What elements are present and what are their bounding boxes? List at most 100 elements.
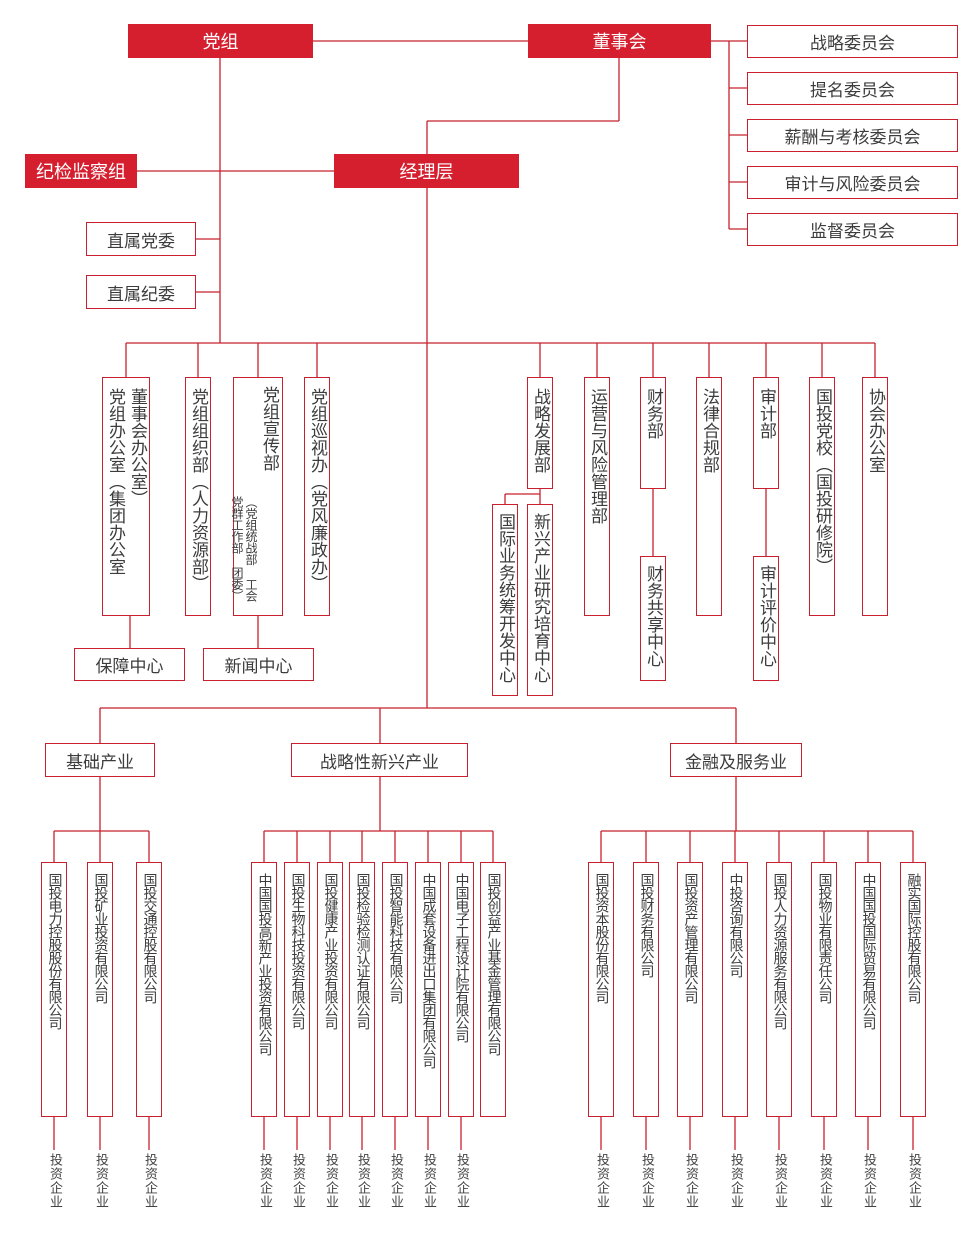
direct-discipline-box: 直属纪委 [86, 275, 196, 309]
dept-legal: 法律合规部 [696, 377, 722, 616]
investment-label-text: 投资企业 [290, 1153, 305, 1209]
investment-enterprises-label: 投资企业 [680, 1153, 700, 1209]
investment-label-text: 投资企业 [639, 1153, 654, 1209]
company-box: 融实国际控股有限公司 [900, 862, 926, 1117]
dept-general-office-line1: 董事会办公室） [127, 388, 147, 507]
company-box: 中国国投国际贸易有限公司 [855, 862, 881, 1117]
investment-label-text: 投资企业 [388, 1153, 403, 1209]
dept-publicity: 党组宣传部 （党组统战部 工会 党群工作部 团委） [230, 377, 283, 616]
investment-label-text: 投资企业 [355, 1153, 370, 1209]
company-box: 国投物业有限责任公司 [811, 862, 837, 1117]
company-name: 国投资产管理有限公司 [682, 873, 699, 1003]
dept-strategy: 战略发展部 [527, 377, 553, 489]
sector-basic: 基础产业 [45, 743, 155, 777]
committee-supervision: 监督委员会 [747, 213, 958, 246]
dept-finance-label: 财务部 [643, 388, 663, 439]
board-box: 董事会 [528, 24, 711, 58]
unit-support-center: 保障中心 [74, 648, 185, 681]
dept-audit-label: 审计部 [756, 388, 776, 439]
company-box: 国投电力控股股份有限公司 [41, 862, 67, 1117]
unit-finance-share-label: 财务共享中心 [643, 565, 663, 667]
dept-organization: 党组组织部（人力资源部） [185, 377, 211, 616]
investment-enterprises-label: 投资企业 [320, 1153, 340, 1209]
investment-enterprises-label: 投资企业 [90, 1153, 110, 1209]
committee-strategy: 战略委员会 [747, 25, 958, 58]
company-name: 国投物业有限责任公司 [816, 873, 833, 1003]
investment-enterprises-label: 投资企业 [139, 1153, 159, 1209]
company-box: 国投人力资源服务有限公司 [766, 862, 792, 1117]
investment-label-text: 投资企业 [861, 1153, 876, 1209]
investment-label-text: 投资企业 [906, 1153, 921, 1209]
sector-finance: 金融及服务业 [670, 743, 802, 777]
company-box: 国投矿业投资有限公司 [87, 862, 113, 1117]
company-name: 中国国投高新产业投资有限公司 [256, 873, 273, 1055]
dept-finance: 财务部 [640, 377, 666, 489]
management-box: 经理层 [334, 154, 519, 188]
company-box: 国投检验检测认证有限公司 [349, 862, 375, 1117]
dept-publicity-label: 党组宣传部 [259, 386, 279, 471]
investment-label-text: 投资企业 [323, 1153, 338, 1209]
company-name: 中投咨询有限公司 [727, 873, 744, 977]
sector-strategic: 战略性新兴产业 [291, 743, 468, 777]
investment-label-text: 投资企业 [93, 1153, 108, 1209]
company-box: 国投交通控股有限公司 [136, 862, 162, 1117]
company-name: 国投健康产业投资有限公司 [322, 873, 339, 1029]
company-box: 中国电子工程设计院有限公司 [448, 862, 474, 1117]
dept-operations-label: 运营与风险管理部 [587, 388, 607, 524]
unit-audit-eval-label: 审计评价中心 [756, 565, 776, 667]
company-box: 国投健康产业投资有限公司 [317, 862, 343, 1117]
investment-enterprises-label: 投资企业 [254, 1153, 274, 1209]
discipline-box: 纪检监察组 [25, 154, 137, 188]
company-box: 国投资本股份有限公司 [588, 862, 614, 1117]
company-box: 中投咨询有限公司 [722, 862, 748, 1117]
company-name: 国投人力资源服务有限公司 [771, 873, 788, 1029]
company-box: 国投资产管理有限公司 [677, 862, 703, 1117]
dept-general-office: 党组办公室（集团办公室 董事会办公室） [102, 377, 150, 616]
investment-label-text: 投资企业 [421, 1153, 436, 1209]
company-name: 国投创益产业基金管理有限公司 [485, 873, 502, 1055]
investment-enterprises-label: 投资企业 [591, 1153, 611, 1209]
dept-audit: 审计部 [753, 377, 779, 489]
company-box: 国投生物科技投资有限公司 [284, 862, 310, 1117]
investment-enterprises-label: 投资企业 [858, 1153, 878, 1209]
investment-enterprises-label: 投资企业 [769, 1153, 789, 1209]
company-name: 中国国投国际贸易有限公司 [860, 873, 877, 1029]
company-name: 国投检验检测认证有限公司 [354, 873, 371, 1029]
investment-label-text: 投资企业 [594, 1153, 609, 1209]
company-box: 国投财务有限公司 [633, 862, 659, 1117]
company-box: 国投创益产业基金管理有限公司 [480, 862, 506, 1117]
investment-enterprises-label: 投资企业 [636, 1153, 656, 1209]
dept-association-label: 协会办公室 [865, 388, 885, 473]
committee-audit-risk: 审计与风险委员会 [747, 166, 958, 199]
company-name: 国投矿业投资有限公司 [92, 873, 109, 1003]
investment-enterprises-label: 投资企业 [44, 1153, 64, 1209]
dept-strategy-label: 战略发展部 [530, 388, 550, 473]
company-name: 融实国际控股有限公司 [905, 873, 922, 1003]
dept-publicity-sub2: 党群工作部 团委） [230, 496, 244, 602]
investment-enterprises-label: 投资企业 [451, 1153, 471, 1209]
dept-general-office-line2: 党组办公室（集团办公室 [105, 388, 125, 575]
dept-publicity-sub: （党组统战部 工会 党群工作部 团委） [230, 386, 258, 602]
unit-news-center: 新闻中心 [203, 648, 314, 681]
investment-label-text: 投资企业 [728, 1153, 743, 1209]
dept-inspection-label: 党组巡视办（党风廉政办） [307, 388, 327, 592]
unit-finance-share: 财务共享中心 [640, 556, 666, 681]
company-name: 国投财务有限公司 [638, 873, 655, 977]
investment-enterprises-label: 投资企业 [903, 1153, 923, 1209]
dept-party-school: 国投党校（国投研修院） [809, 377, 835, 616]
dept-party-school-label: 国投党校（国投研修院） [812, 388, 832, 575]
investment-label-text: 投资企业 [142, 1153, 157, 1209]
dept-inspection: 党组巡视办（党风廉政办） [304, 377, 330, 616]
unit-audit-eval: 审计评价中心 [753, 556, 779, 681]
investment-label-text: 投资企业 [47, 1153, 62, 1209]
company-name: 中国成套设备进出口集团有限公司 [420, 873, 437, 1068]
investment-label-text: 投资企业 [772, 1153, 787, 1209]
investment-enterprises-label: 投资企业 [814, 1153, 834, 1209]
dept-association: 协会办公室 [862, 377, 888, 616]
investment-label-text: 投资企业 [683, 1153, 698, 1209]
company-name: 中国电子工程设计院有限公司 [453, 873, 470, 1042]
company-name: 国投智能科技有限公司 [387, 873, 404, 1003]
investment-enterprises-label: 投资企业 [725, 1153, 745, 1209]
